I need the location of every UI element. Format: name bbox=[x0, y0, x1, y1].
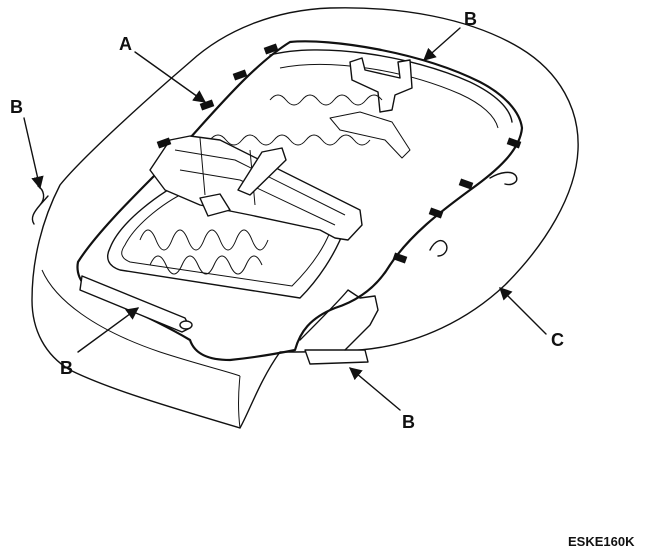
center-tab bbox=[199, 193, 231, 217]
leader-b-bottom-left bbox=[77, 307, 140, 353]
callout-a: A bbox=[119, 34, 132, 54]
leader-b-top bbox=[423, 27, 461, 61]
lower-right-bracket bbox=[304, 349, 369, 365]
front-rail-end bbox=[179, 320, 193, 330]
spring-wave-2 bbox=[149, 255, 263, 275]
leader-b-bottom-right bbox=[349, 367, 401, 411]
frame-rear-rail bbox=[269, 49, 513, 123]
front-rail bbox=[79, 275, 191, 333]
right-hook-lower bbox=[429, 239, 448, 257]
left-hook bbox=[31, 185, 49, 225]
callout-c: C bbox=[551, 330, 564, 350]
leader-b-left bbox=[23, 117, 44, 190]
spring-wave-4 bbox=[269, 94, 383, 106]
center-clip bbox=[237, 147, 287, 196]
cushion-outline bbox=[31, 7, 579, 429]
cushion-front-edge bbox=[41, 269, 241, 377]
cushion-side-edge bbox=[238, 375, 241, 429]
leader-c bbox=[499, 287, 547, 335]
frame-rear-rail-inner bbox=[279, 64, 499, 129]
hog-rings bbox=[156, 43, 522, 264]
spring-wave-1 bbox=[139, 229, 269, 251]
center-plate-detail bbox=[174, 137, 346, 226]
figure-code: ESKE160K bbox=[568, 534, 635, 549]
callout-b-bottom-right: B bbox=[402, 412, 415, 432]
callout-b-top: B bbox=[464, 9, 477, 29]
callout-b-bottom-left: B bbox=[60, 358, 73, 378]
callout-b-left: B bbox=[10, 97, 23, 117]
spring-wave-3 bbox=[209, 134, 371, 146]
right-hook-upper bbox=[489, 171, 518, 186]
rear-bracket bbox=[349, 57, 413, 113]
rear-bracket-detail bbox=[329, 111, 411, 159]
frame-outline bbox=[76, 40, 524, 362]
leader-a bbox=[134, 51, 207, 103]
lower-right-panel bbox=[299, 289, 379, 351]
